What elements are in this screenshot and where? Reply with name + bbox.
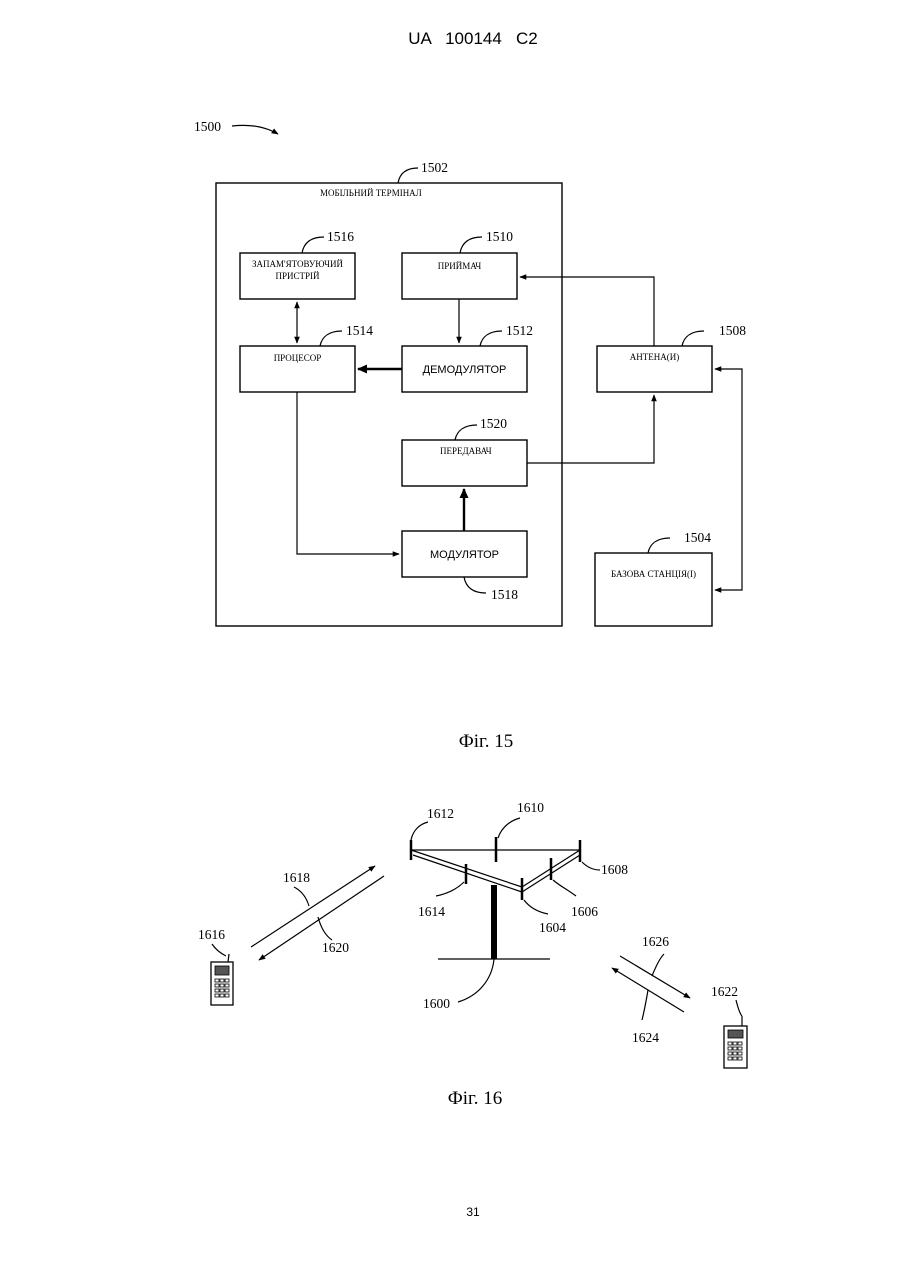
ref-1614-leader <box>436 882 464 896</box>
ref-1618: 1618 <box>283 870 310 885</box>
ref-1514: 1514 <box>346 323 373 338</box>
antenna-left-edge-inner <box>413 855 522 892</box>
ref-1626-leader <box>652 954 664 976</box>
ref-1612: 1612 <box>427 806 454 821</box>
uplink-arrow-1618 <box>251 866 375 947</box>
base-station-label: БАЗОВА СТАНЦІЯ(І) <box>611 569 696 579</box>
memory-label-line1: ЗАПАМ'ЯТОВУЮЧИЙ <box>252 259 343 269</box>
ref-1616-leader <box>212 944 226 956</box>
ref-1604-leader <box>524 900 548 914</box>
ref-1500-arrow <box>232 125 278 134</box>
mobile-phone-1616-icon <box>211 954 233 1005</box>
ref-1604: 1604 <box>539 920 566 935</box>
ref-1610: 1610 <box>517 800 544 815</box>
ref-1520: 1520 <box>480 416 507 431</box>
ref-1622-leader <box>736 1000 742 1016</box>
ref-1608: 1608 <box>601 862 628 877</box>
processor-label: ПРОЦЕСОР <box>274 353 322 363</box>
demodulator-label: ДЕМОДУЛЯТОР <box>423 364 507 376</box>
ref-1504: 1504 <box>684 530 711 545</box>
ref-1606: 1606 <box>571 904 598 919</box>
ref-1516: 1516 <box>327 229 354 244</box>
ref-1508-leader <box>682 331 704 346</box>
ref-1502: 1502 <box>421 160 448 175</box>
ref-1600: 1600 <box>423 996 450 1011</box>
mobile-phone-1622-icon <box>724 1016 747 1068</box>
modulator-label: МОДУЛЯТОР <box>430 549 499 561</box>
ref-1612-leader <box>411 822 428 840</box>
downlink-arrow-1626 <box>620 956 690 998</box>
patent-number: UA 100144 C2 <box>408 29 537 48</box>
ref-1624: 1624 <box>632 1030 659 1045</box>
ref-1622: 1622 <box>711 984 738 999</box>
figure-15: 1500 МОБІЛЬНИЙ ТЕРМІНАЛ 1502 ЗАПАМ'ЯТОВУ… <box>194 119 746 752</box>
figure-16: 1612 1610 1608 1614 1604 1606 1600 1618 … <box>198 800 747 1109</box>
ref-1502-leader <box>398 168 418 183</box>
ref-1608-leader <box>582 862 600 870</box>
receiver-label: ПРИЙМАЧ <box>438 261 482 271</box>
ref-1614: 1614 <box>418 904 445 919</box>
page-number: 31 <box>466 1205 480 1219</box>
ref-1518: 1518 <box>491 587 518 602</box>
ref-1620-leader <box>318 917 332 940</box>
memory-label-line2: ПРИСТРІЙ <box>275 271 320 281</box>
ref-1500: 1500 <box>194 119 221 134</box>
figure-16-caption: Фіг. 16 <box>448 1088 502 1109</box>
base-station-tower <box>411 837 580 959</box>
receiver-box <box>402 253 517 299</box>
ref-1616: 1616 <box>198 927 225 942</box>
ref-1624-leader <box>642 990 648 1020</box>
ref-1610-leader <box>498 818 520 838</box>
figure-15-caption: Фіг. 15 <box>459 731 513 752</box>
mobile-terminal-label: МОБІЛЬНИЙ ТЕРМІНАЛ <box>320 188 422 198</box>
transmitter-label: ПЕРЕДАВАЧ <box>440 446 492 456</box>
ref-1620: 1620 <box>322 940 349 955</box>
ref-1510: 1510 <box>486 229 513 244</box>
ref-1626: 1626 <box>642 934 669 949</box>
ref-1600-leader <box>458 959 494 1002</box>
ref-1504-leader <box>648 538 670 553</box>
ref-1508: 1508 <box>719 323 746 338</box>
base-station-box <box>595 553 712 626</box>
antenna-basestation-link <box>715 369 742 590</box>
ref-1618-leader <box>294 887 309 906</box>
ref-1606-leader <box>553 880 576 896</box>
ref-1512: 1512 <box>506 323 533 338</box>
antenna-label: АНТЕНА(И) <box>630 352 680 362</box>
